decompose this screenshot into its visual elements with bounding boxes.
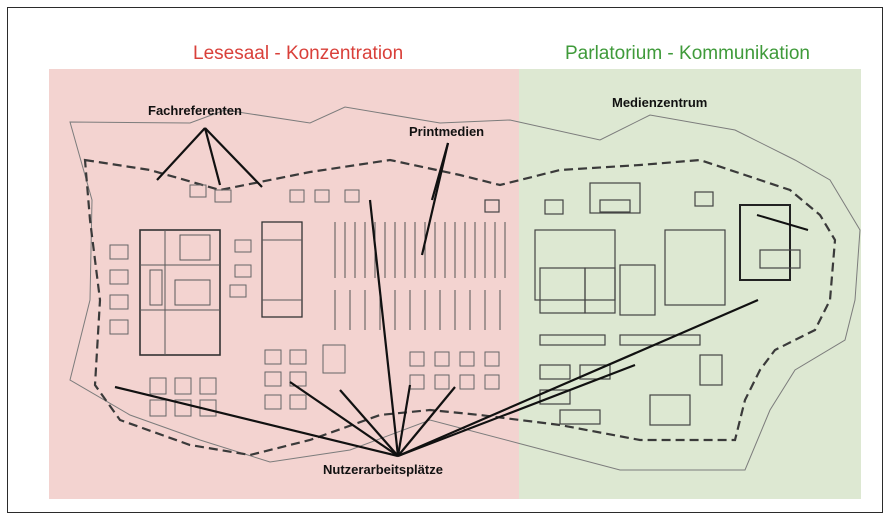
printmedien-label: Printmedien	[409, 124, 485, 139]
pointer-medienzentrum	[756, 214, 809, 231]
parlatorium-zone	[519, 69, 861, 499]
pointer-lines	[114, 127, 759, 458]
pointer-nutzer-4	[368, 199, 400, 457]
pointer-nutzer-6	[397, 386, 456, 457]
pointer-nutzer-1	[114, 385, 399, 458]
plan-details	[109, 182, 801, 426]
nutzerarbeitsplaetze-label: Nutzerarbeitsplätze	[323, 462, 443, 477]
building-outline	[83, 158, 837, 457]
lesesaal-title: Lesesaal - Konzentration	[193, 43, 404, 64]
pointer-printmedien-2	[420, 142, 450, 256]
roof-outline	[69, 106, 861, 471]
pointer-nutzer-8	[397, 298, 759, 458]
pointer-fachreferenten-right	[204, 127, 263, 188]
pointer-fachreferenten-mid	[203, 127, 222, 186]
parlatorium-title: Parlatorium - Kommunikation	[565, 43, 810, 64]
pointer-nutzer-7	[397, 363, 636, 458]
pointer-nutzer-3	[339, 389, 399, 457]
fachreferenten-label: Fachreferenten	[148, 103, 242, 118]
medienzentrum-label: Medienzentrum	[612, 95, 708, 110]
pointer-nutzer-2	[289, 381, 399, 457]
pointer-nutzer-5	[396, 384, 412, 457]
pointer-fachreferenten-left	[156, 127, 206, 181]
